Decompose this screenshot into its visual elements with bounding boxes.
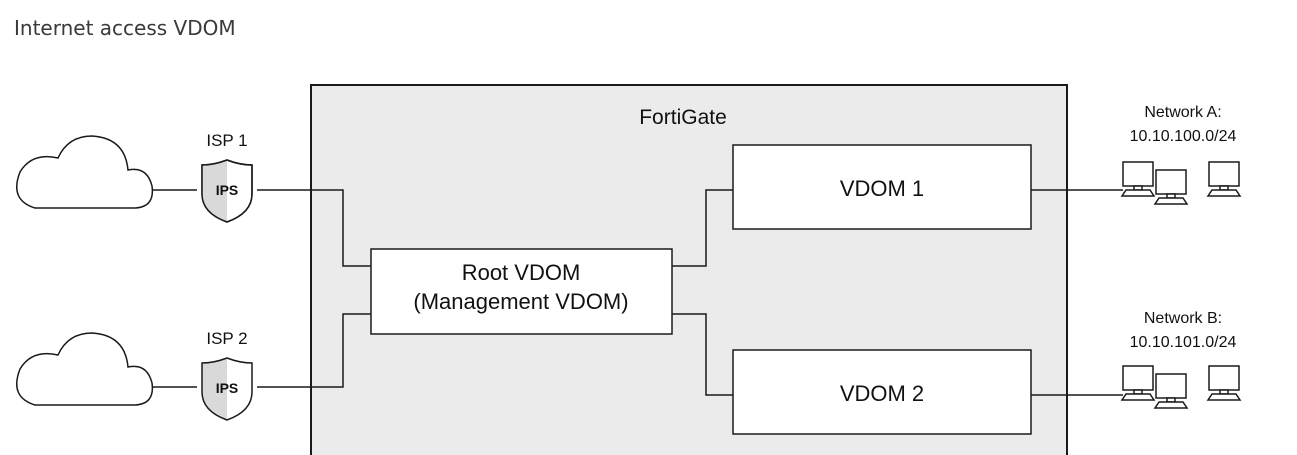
isp1-shield-icon: IPS bbox=[201, 159, 253, 223]
vdom2-label: VDOM 2 bbox=[840, 381, 924, 406]
fortigate-label: FortiGate bbox=[639, 106, 727, 129]
connection-lines bbox=[148, 189, 1123, 396]
internet-cloud-icon bbox=[16, 135, 154, 209]
network-b-subnet: 10.10.101.0/24 bbox=[1130, 334, 1237, 351]
root-vdom-line2: (Management VDOM) bbox=[413, 289, 628, 314]
page-title: Internet access VDOM bbox=[14, 16, 236, 40]
vdom1-label: VDOM 1 bbox=[840, 176, 924, 201]
root-vdom-line1: Root VDOM bbox=[462, 260, 581, 285]
network-a-computers-icon bbox=[1121, 161, 1241, 205]
network-b-name: Network B: bbox=[1144, 310, 1222, 327]
isp2-shield-text: IPS bbox=[216, 380, 239, 396]
isp1-shield-text: IPS bbox=[216, 182, 239, 198]
root-vdom-box: Root VDOM (Management VDOM) bbox=[370, 248, 673, 335]
isp2-shield-icon: IPS bbox=[201, 357, 253, 421]
network-a-subnet: 10.10.100.0/24 bbox=[1130, 128, 1237, 145]
network-b-computers-icon bbox=[1121, 365, 1241, 409]
isp2-label: ISP 2 bbox=[206, 329, 247, 348]
vdom1-box: VDOM 1 bbox=[732, 144, 1032, 230]
isp1-label: ISP 1 bbox=[206, 131, 247, 150]
vdom2-box: VDOM 2 bbox=[732, 349, 1032, 435]
network-a-name: Network A: bbox=[1144, 104, 1221, 121]
internet-cloud-icon bbox=[16, 332, 154, 406]
